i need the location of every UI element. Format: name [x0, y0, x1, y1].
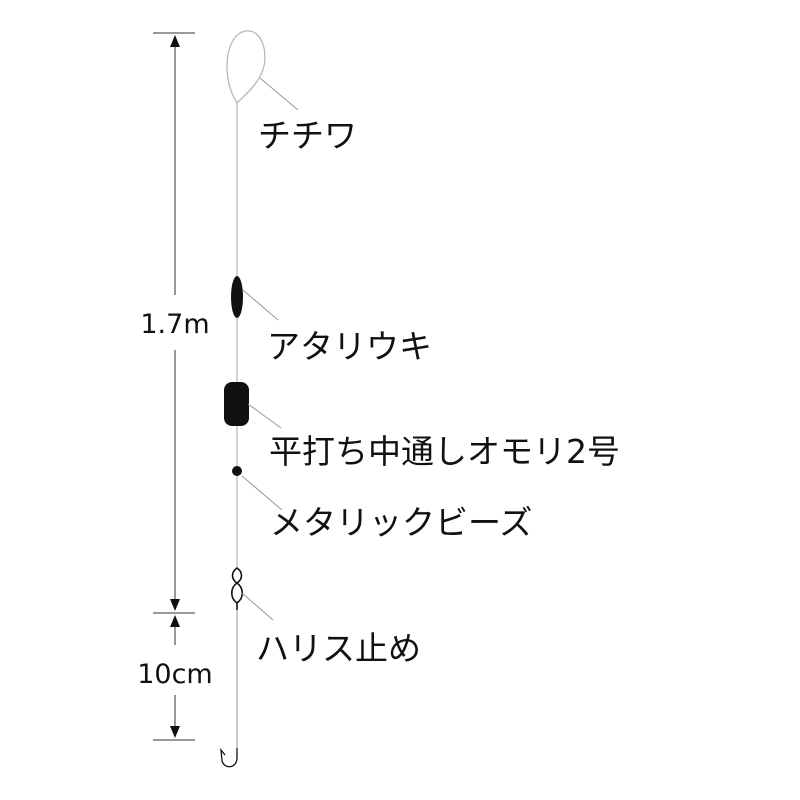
- loop-knot: [226, 30, 266, 105]
- callout-sinker: [247, 403, 282, 429]
- hook: [220, 747, 238, 768]
- swivel-label: ハリス止め: [256, 629, 421, 668]
- float: [231, 276, 243, 318]
- arrow-up-mid: [170, 615, 180, 627]
- callout-loop: [259, 77, 299, 111]
- leader-length-label: 10cm: [137, 659, 213, 690]
- callout-swivel: [241, 592, 274, 621]
- arrow-down-bottom: [170, 726, 180, 738]
- arrow-down-mid: [170, 599, 180, 611]
- callout-lines: [241, 77, 299, 621]
- callout-bead: [241, 475, 283, 511]
- arrow-up-top: [170, 35, 180, 47]
- callout-float: [242, 289, 279, 321]
- sinker: [224, 382, 249, 426]
- float-label: アタリウキ: [267, 327, 432, 366]
- dimension-guides: [153, 32, 195, 741]
- swivel: [230, 567, 244, 610]
- dimension-arrows: [170, 35, 180, 738]
- bead-label: メタリックビーズ: [270, 503, 532, 542]
- sinker-label: 平打ち中通しオモリ2号: [269, 432, 620, 471]
- bead: [232, 466, 242, 476]
- loop-label: チチワ: [258, 116, 357, 155]
- main-line-length-label: 1.7m: [140, 309, 209, 340]
